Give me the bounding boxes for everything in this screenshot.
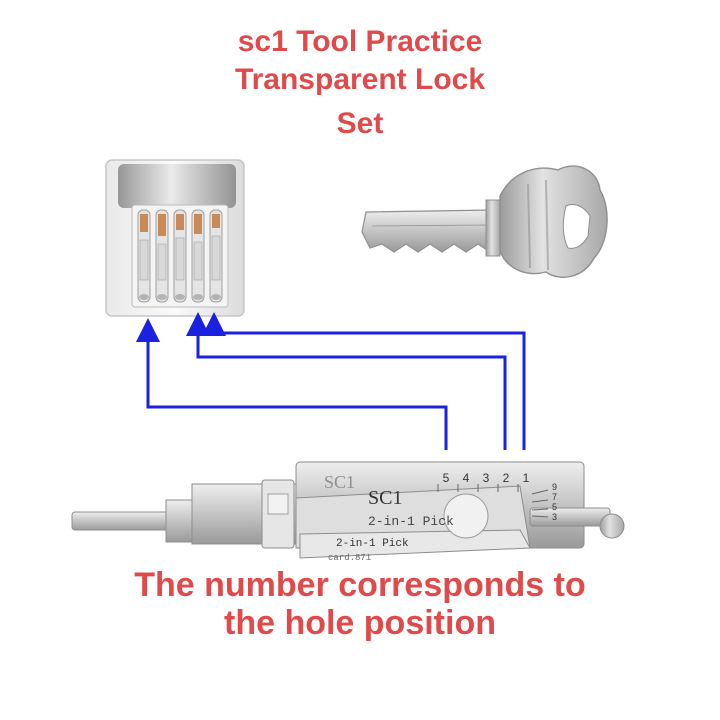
caption-line-1: The number corresponds to xyxy=(134,566,586,604)
pin-position-arrows xyxy=(136,312,526,450)
pick-brand-faded: SC1 xyxy=(324,472,355,492)
pin-number-4: 4 xyxy=(463,471,470,485)
key-icon xyxy=(361,165,608,278)
depth-number-5: 5 xyxy=(552,502,557,512)
pin-number-2: 2 xyxy=(503,471,510,485)
transparent-lock-icon xyxy=(105,159,245,317)
depth-number-9: 9 xyxy=(552,482,557,492)
title-line-3: Set xyxy=(336,107,384,140)
pin-number-5: 5 xyxy=(443,471,450,485)
depth-number-3: 3 xyxy=(552,512,557,522)
lock-pin-chambers xyxy=(137,209,223,303)
depth-number-7: 7 xyxy=(552,492,557,502)
pick-label-front: 2-in-1 Pick xyxy=(336,538,409,550)
title-line-2: Transparent Lock xyxy=(234,63,486,96)
pin-number-3: 3 xyxy=(483,471,490,485)
pick-brand: SC1 xyxy=(368,487,402,509)
pin-number-1: 1 xyxy=(523,471,530,485)
title-line-1: sc1 Tool Practice xyxy=(237,25,483,58)
caption-line-2: the hole position xyxy=(224,604,496,642)
sc1-pick-tool-icon: SC1 SC1 2-in-1 Pick 2-in-1 Pick card.871… xyxy=(71,461,625,563)
pick-serial: card.871 xyxy=(328,553,371,563)
pick-label-top: 2-in-1 Pick xyxy=(368,514,454,529)
